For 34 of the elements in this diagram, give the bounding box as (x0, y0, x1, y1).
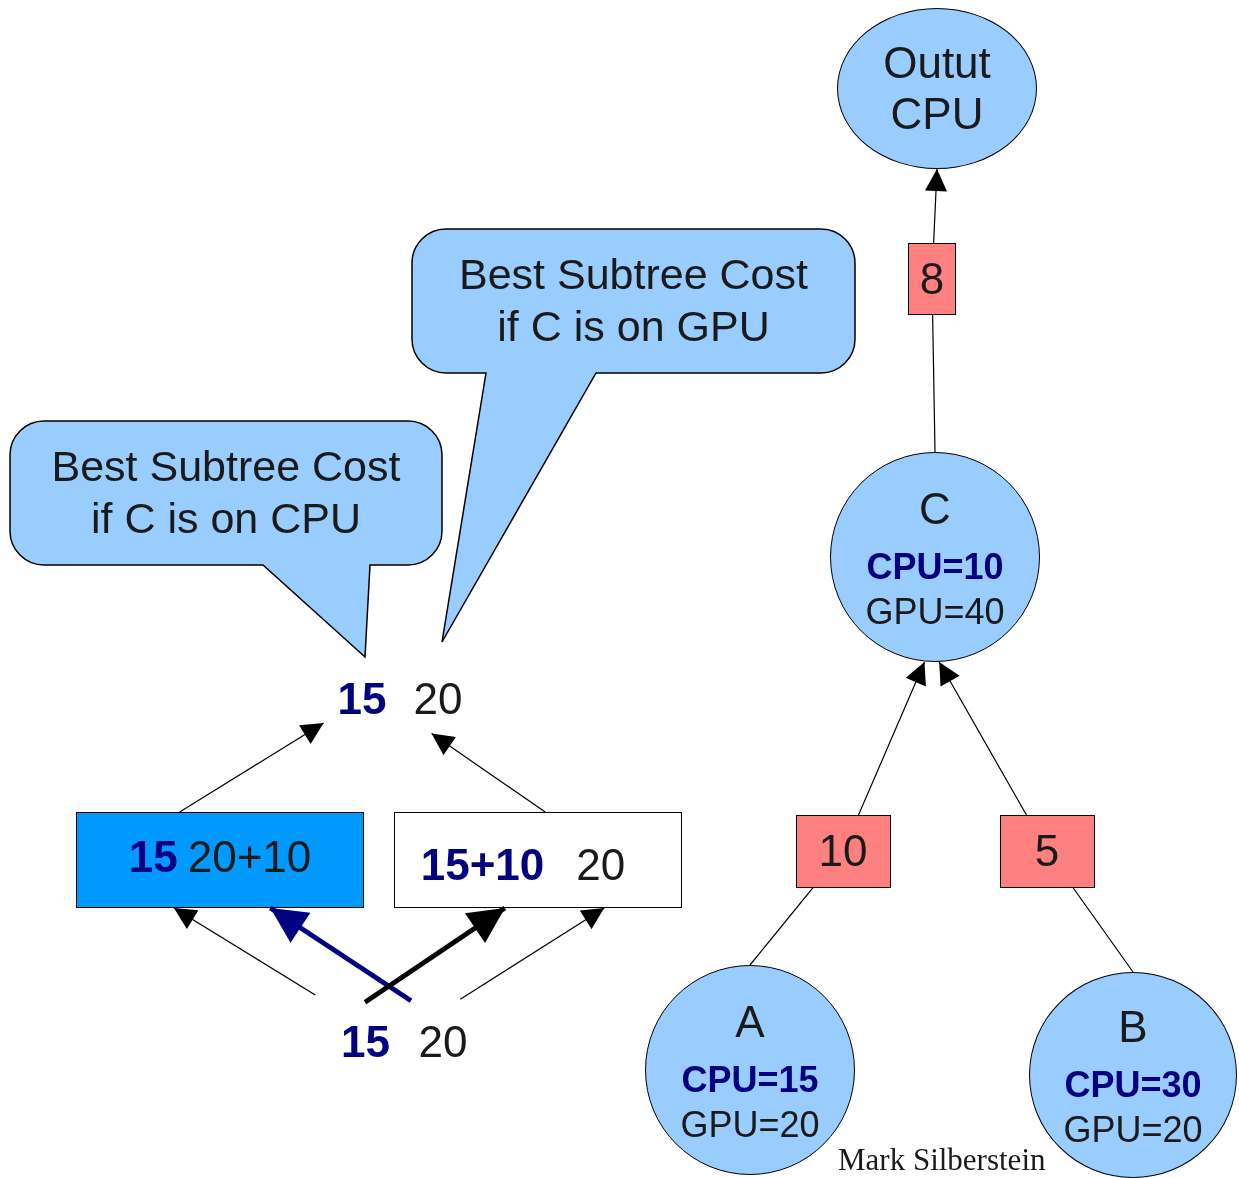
cost-value: 20 (406, 676, 470, 724)
gpu-cost: GPU=40 (865, 589, 1005, 634)
cpu-cost: CPU=15 (681, 1057, 819, 1102)
callout-text: Best Subtree Cost if C is on GPU (458, 249, 809, 352)
callout-bubble (10, 421, 442, 657)
edge-label: 8 (908, 243, 956, 315)
cpu-cost: 15+10 (420, 840, 545, 890)
cost-box (76, 812, 364, 908)
cpu-cost: 15 (128, 832, 178, 882)
node-label: Outut CPU (882, 37, 992, 140)
arrow (173, 907, 316, 996)
gpu-cost: GPU=20 (680, 1102, 820, 1147)
cpu-cost: CPU=30 (1064, 1062, 1202, 1107)
cost-value: 15 (312, 995, 394, 1067)
gpu-cost: GPU=20 (1063, 1107, 1203, 1152)
arrow (459, 907, 605, 1000)
gpu-cost: 20+10 (187, 832, 312, 882)
cost-value: 20 (411, 995, 475, 1067)
arrow (269, 905, 413, 1003)
node-label: C (919, 482, 951, 535)
cost-box (394, 812, 682, 908)
edge-label: 5 (999, 814, 1095, 888)
arrow (363, 905, 507, 1005)
edge-label: 10 (795, 814, 891, 888)
cost-value: 15 (330, 676, 394, 724)
node-label: A (735, 995, 765, 1048)
author-credit: Mark Silberstein (838, 1142, 1046, 1178)
callout-text: Best Subtree Cost if C is on CPU (50, 441, 402, 544)
arrow (431, 733, 546, 813)
callout-bubble (412, 229, 855, 642)
cpu-cost: CPU=10 (866, 544, 1004, 589)
node-label: B (1118, 1000, 1148, 1053)
gpu-cost: 20 (576, 840, 626, 890)
arrow (179, 722, 325, 813)
